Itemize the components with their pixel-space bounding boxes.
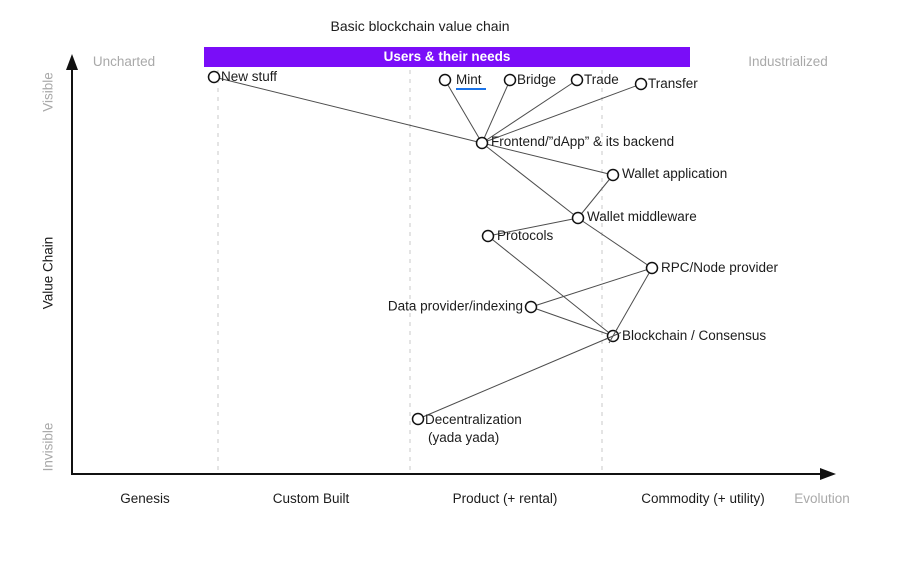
node-label-rpc-node-provider: RPC/Node provider [661,260,779,275]
node-rpc-node-provider-marker [645,261,659,275]
page-title: Basic blockchain value chain [330,18,510,34]
node-label-transfer: Transfer [648,76,698,91]
edge-bridge-frontend [481,79,511,144]
edge-rpc-data-provider [530,267,653,308]
edge-frontend-wallet-middleware [481,142,579,219]
node-label-frontend: Frontend/”dApp” & its backend [491,134,675,149]
node-transfer-marker [634,77,648,91]
uncharted-label: Uncharted [92,54,156,69]
stage-label-custom-built: Custom Built [272,491,350,506]
node-label-new-stuff: New stuff [221,69,278,84]
y-axis-arrowhead [66,54,78,70]
node-protocols-marker [481,229,495,243]
edge-lines [213,76,653,420]
node-mint-marker [438,73,452,87]
users-needs-banner-label: Users & their needs [383,49,511,64]
node-frontend-marker [475,136,489,150]
node-bridge-marker [503,73,517,87]
node-label-decentralization: Decentralization [425,412,522,427]
node-label-data-provider-indexing: Data provider/indexing [387,298,523,314]
edge-wallet-application-wallet-middleware [577,174,614,219]
node-wallet-application-marker [606,168,620,182]
node-label-trade: Trade [584,72,619,87]
edge-transfer-frontend [481,83,642,144]
node-decentralization-marker [411,412,425,426]
node-label-blockchain-consensus: Blockchain / Consensus [622,328,767,343]
edge-frontend-wallet-application [481,142,614,176]
node-new-stuff-marker [207,70,221,84]
users-needs-banner: Users & their needs [204,47,690,67]
evolution-axis-title: Evolution [794,491,850,506]
edge-trade-frontend [481,79,578,144]
crossing-line-rpc [608,328,618,344]
stage-label-genesis: Genesis [120,491,170,506]
edge-wallet-middleware-rpc [577,217,653,269]
node-sublabel-decentralization: (yada yada) [428,430,500,445]
edge-new-stuff-frontend [213,76,483,144]
industrialized-label: Industrialized [748,54,828,69]
node-label-wallet-middleware: Wallet middleware [587,209,697,224]
axes [71,66,823,475]
edge-rpc-blockchain [612,267,653,337]
invisible-label: Invisible [40,422,56,472]
node-label-bridge: Bridge [517,72,557,87]
node-label-protocols: Protocols [497,228,554,243]
edge-data-provider-blockchain [530,306,614,337]
visible-label: Visible [40,72,56,112]
node-data-provider-indexing-marker [524,300,538,314]
node-label-mint[interactable]: Mint [456,72,486,90]
node-markers [207,70,659,426]
stage-label-commodity: Commodity (+ utility) [641,491,765,506]
edge-blockchain-decentralization [417,335,614,420]
value-chain-axis-title: Value Chain [40,236,56,310]
stage-dividers [217,70,603,473]
node-trade-marker [570,73,584,87]
node-wallet-middleware-marker [571,211,585,225]
blockchain-crossing-lines [604,328,622,344]
stage-label-product: Product (+ rental) [452,491,558,506]
edge-mint-frontend [444,79,483,144]
x-axis-arrowhead [820,468,836,480]
edge-wallet-middleware-protocols [487,217,579,237]
node-label-wallet-application: Wallet application [622,166,728,181]
mint-link[interactable]: Mint [456,72,486,90]
edge-protocols-blockchain [487,235,614,337]
